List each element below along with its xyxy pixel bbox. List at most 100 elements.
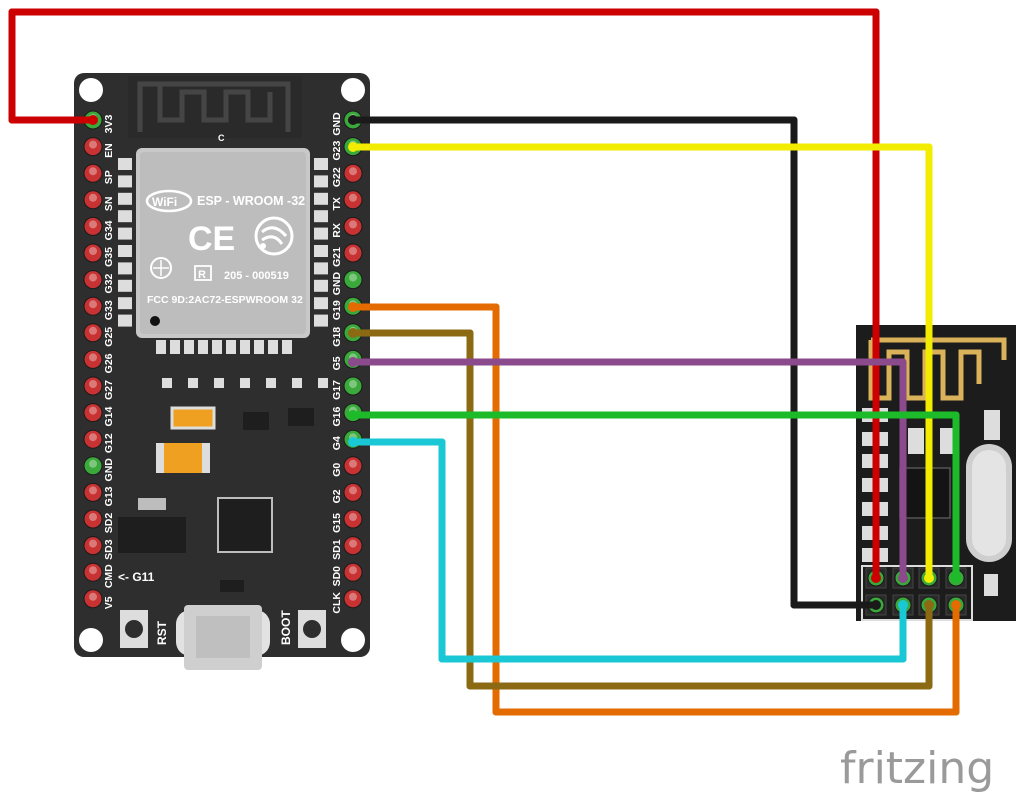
header-pin-g26[interactable] [83, 349, 103, 369]
wire-bend [872, 8, 880, 16]
pin-label: G35 [103, 247, 115, 267]
pin-label: SD0 [331, 566, 343, 587]
header-pin-g15[interactable] [343, 509, 363, 529]
wires [8, 8, 961, 716]
micro-usb-port[interactable] [176, 605, 270, 670]
pin-label: GND [331, 272, 343, 296]
pin-label: G16 [331, 407, 343, 427]
wire-bend [899, 655, 907, 663]
header-pin-cmd[interactable] [83, 562, 103, 582]
pin-label: G12 [103, 433, 115, 453]
wire-g4-irq[interactable] [349, 438, 907, 663]
header-pin-sd3[interactable] [83, 536, 103, 556]
pin-label: G2 [331, 489, 343, 503]
header-pin-g12[interactable] [83, 429, 103, 449]
wire-endpoint [871, 600, 881, 610]
wire-endpoint [348, 437, 358, 447]
header-pin-clk[interactable] [343, 589, 363, 609]
header-pin-sd0[interactable] [343, 562, 363, 582]
header-pin-sd2[interactable] [83, 509, 103, 529]
pin-label: CMD [103, 564, 115, 588]
header-pin-g33[interactable] [83, 296, 103, 316]
header-pin-sd1[interactable] [343, 536, 363, 556]
header-pin-sp[interactable] [83, 163, 103, 183]
pin-label: G15 [331, 513, 343, 533]
boot-button[interactable] [298, 610, 326, 648]
pin-label: SN [103, 197, 115, 212]
wire-endpoint [871, 573, 881, 583]
pin-label: G25 [103, 327, 115, 347]
boot-label: BOOT [279, 610, 293, 645]
module-name: ESP - WROOM -32 [197, 194, 305, 208]
rst-label: RST [155, 620, 169, 645]
pcb-antenna: C [128, 76, 302, 143]
pin-label: G14 [103, 407, 115, 427]
module-pads [118, 158, 328, 354]
wire-bend [492, 708, 500, 716]
rst-button[interactable] [120, 610, 148, 648]
header-pin-gnd[interactable] [343, 270, 363, 290]
header-pin-g32[interactable] [83, 270, 103, 290]
header-pin-sn[interactable] [83, 190, 103, 210]
wire-bend [790, 601, 798, 609]
pin1-dot [150, 316, 160, 326]
header-pin-g14[interactable] [83, 403, 103, 423]
wire-bend [925, 682, 933, 690]
registered-mark: R [194, 265, 212, 281]
pin-label: G21 [331, 247, 343, 267]
header-pin-g22[interactable] [343, 163, 363, 183]
pin-label: G32 [103, 274, 115, 294]
header-pin-g17[interactable] [343, 376, 363, 396]
ce-mark: CE [188, 220, 235, 258]
pin-label: RX [331, 223, 343, 238]
header-pin-g34[interactable] [83, 216, 103, 236]
header-pin-g2[interactable] [343, 482, 363, 502]
wire-bend [8, 116, 16, 124]
pin-label: SD1 [331, 539, 343, 560]
wire-endpoint [898, 573, 908, 583]
header-pin-g21[interactable] [343, 243, 363, 263]
header-pin-g27[interactable] [83, 376, 103, 396]
wire-g5-csn[interactable] [349, 358, 907, 582]
pin-label: G19 [331, 300, 343, 320]
pin-label: G33 [103, 300, 115, 320]
header-pin-tx[interactable] [343, 190, 363, 210]
pin-label: G4 [331, 436, 343, 450]
wire-bend [8, 8, 16, 16]
pin-label: TX [331, 197, 343, 210]
g11-label: <- G11 [118, 570, 155, 584]
header-pin-g35[interactable] [83, 243, 103, 263]
wire-endpoint [348, 328, 358, 338]
fritzing-watermark: fritzing [840, 743, 994, 794]
pin-label: GND [103, 458, 115, 482]
header-pin-en[interactable] [83, 137, 103, 157]
wire-endpoint [348, 357, 358, 367]
pin-label: EN [103, 143, 115, 158]
wire-endpoint [88, 115, 98, 125]
wire-endpoint [898, 600, 908, 610]
wire-bend [952, 411, 960, 419]
pin-label: CLK [331, 592, 343, 614]
header-pin-g0[interactable] [343, 456, 363, 476]
mounting-hole [79, 628, 103, 652]
wire-bend [466, 329, 474, 337]
pin-label: 3V3 [103, 115, 115, 134]
fcc-id: FCC 9D:2AC72-ESPWROOM 32 [147, 294, 303, 306]
wire-bend [438, 438, 446, 446]
mounting-hole [341, 78, 365, 102]
r-mark-label: R [198, 269, 206, 281]
pin-label: G18 [331, 327, 343, 347]
mounting-hole [79, 78, 103, 102]
wire-bend [438, 655, 446, 663]
header-pin-v5[interactable] [83, 589, 103, 609]
wifi-badge: WiFi [152, 195, 177, 209]
smd-components [118, 378, 328, 592]
header-pin-g25[interactable] [83, 323, 103, 343]
header-pin-gnd[interactable] [83, 456, 103, 476]
header-pin-g13[interactable] [83, 482, 103, 502]
wire-endpoint [951, 573, 961, 583]
wire-bend [492, 303, 500, 311]
header-pin-rx[interactable] [343, 216, 363, 236]
pin-label: G22 [331, 167, 343, 187]
pin-label: GND [331, 112, 343, 136]
